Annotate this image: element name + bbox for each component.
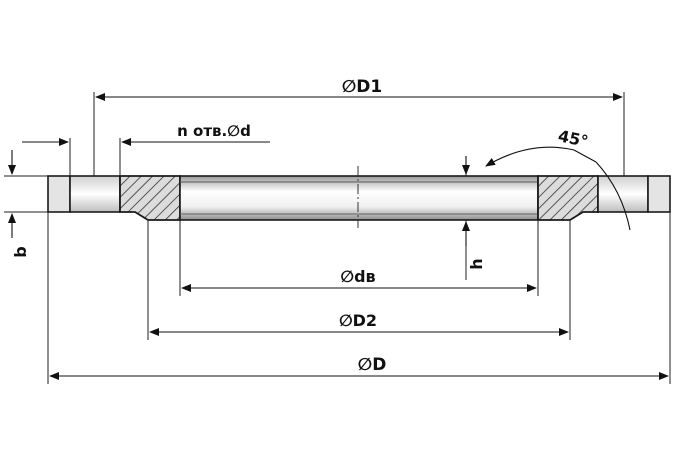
label-D: ∅D xyxy=(358,355,387,375)
hatched-section-right xyxy=(537,175,599,221)
dimension-lines xyxy=(7,93,669,380)
label-D2: ∅D2 xyxy=(339,311,377,330)
flange-left-rim xyxy=(47,175,71,213)
label-h: h xyxy=(467,258,486,269)
label-holes: n отв.∅d xyxy=(177,122,251,140)
flange-right-rim xyxy=(647,175,671,213)
label-dv: ∅dв xyxy=(340,267,375,286)
bolt-hole-left xyxy=(69,175,121,213)
label-D1: ∅D1 xyxy=(342,77,383,97)
flange-section xyxy=(47,166,671,228)
label-b: b xyxy=(11,246,30,257)
angle-arc xyxy=(485,146,575,167)
hatched-section-left xyxy=(119,175,181,221)
bore-surface xyxy=(179,175,539,221)
extension-lines xyxy=(4,92,671,384)
angle-arc-2 xyxy=(595,161,631,231)
